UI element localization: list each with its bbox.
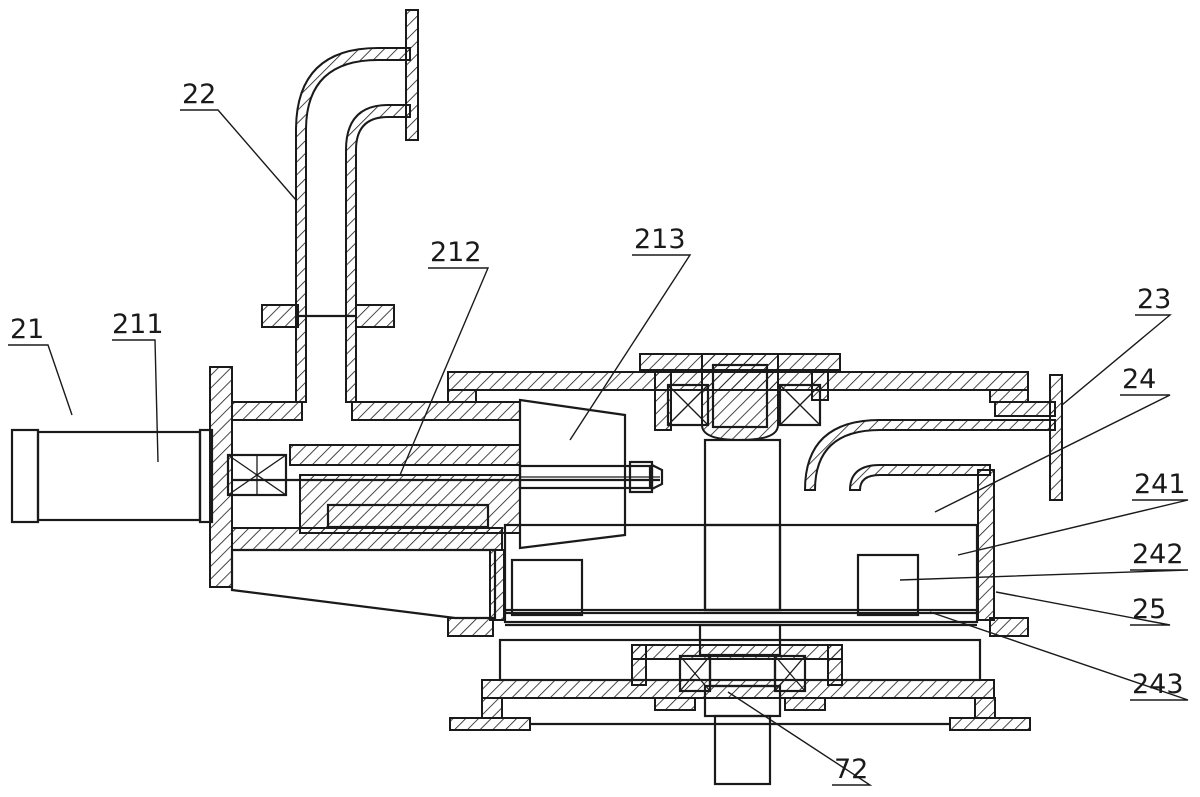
part-labels: 22 212 213 21 211 23 24 241 242 25 243 7… <box>10 79 1186 785</box>
label-212: 212 <box>430 237 482 268</box>
label-25: 25 <box>1132 594 1166 625</box>
motor <box>10 428 214 524</box>
label-211: 211 <box>112 309 164 340</box>
label-243: 243 <box>1132 669 1184 700</box>
label-21: 21 <box>10 314 44 345</box>
base-assembly <box>449 623 1031 786</box>
leader-lines <box>8 109 1189 786</box>
label-24: 24 <box>1122 364 1156 395</box>
label-242: 242 <box>1132 539 1184 570</box>
label-72: 72 <box>834 754 868 785</box>
label-213: 213 <box>634 224 686 255</box>
label-22: 22 <box>182 79 216 110</box>
label-241: 241 <box>1134 469 1186 500</box>
left-housing <box>209 366 664 621</box>
label-23: 23 <box>1137 284 1171 315</box>
separation-chamber <box>447 353 1063 637</box>
inlet-pipe <box>261 9 419 403</box>
